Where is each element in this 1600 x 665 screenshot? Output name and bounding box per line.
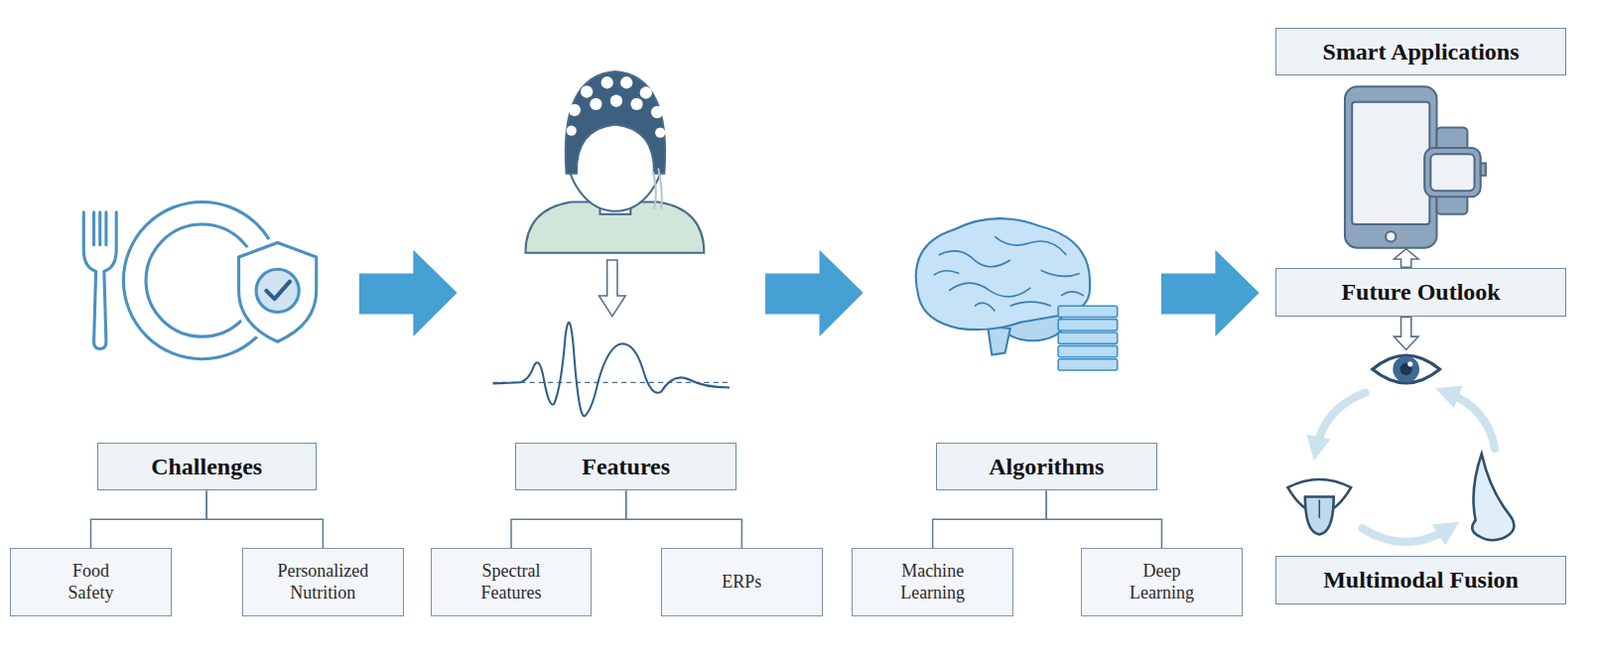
watch-crown [1480, 162, 1486, 175]
bracket-connector [626, 490, 743, 548]
watch-screen [1430, 153, 1474, 191]
eeg-waveform [493, 322, 731, 416]
fork [83, 212, 117, 350]
eeg-person [525, 71, 704, 254]
fork-prongs [94, 212, 107, 246]
stage-arrow [765, 250, 864, 337]
node-label: Food Safety [55, 560, 128, 604]
tongue-line [1319, 500, 1322, 519]
hollow-arrow [1393, 249, 1419, 267]
eye-glint [1407, 361, 1413, 367]
topic-box: Deep Learning [1080, 547, 1243, 617]
tongue [1305, 496, 1334, 534]
brain-stem [987, 326, 1011, 356]
devices [1344, 86, 1486, 248]
erp-wave [493, 322, 731, 416]
cycle-arrow [1361, 528, 1449, 542]
hollow-arrow [598, 260, 626, 317]
node-label: Algorithms [988, 453, 1104, 480]
stage-arrows [359, 250, 1260, 337]
nose [1471, 453, 1514, 540]
topic-box: Machine Learning [851, 547, 1013, 617]
node-label: ERPs [721, 571, 762, 594]
phone-button [1385, 231, 1396, 242]
bracket-connector [206, 490, 323, 548]
node-label: Smart Applications [1323, 38, 1520, 65]
stage-arrow [1161, 250, 1260, 337]
shield-gap [239, 243, 317, 343]
stage-box: Smart Applications [1275, 27, 1567, 76]
node-label: Features [581, 453, 670, 480]
eye-outline [1372, 355, 1441, 384]
iris [1392, 356, 1420, 384]
eeg-wires [653, 168, 663, 210]
eye-icon [1372, 355, 1441, 384]
topic-box: Food Safety [9, 547, 171, 617]
bracket-connector [90, 490, 207, 548]
stage-box: Challenges [97, 442, 317, 491]
cycle-arrow [1447, 393, 1495, 450]
node-label: Deep Learning [1110, 560, 1213, 604]
electrodes [566, 76, 667, 138]
bracket-connector [933, 490, 1048, 548]
stage-box: Multimodal Fusion [1275, 555, 1567, 604]
shield-badge [256, 268, 299, 312]
watch-face [1424, 147, 1481, 197]
eeg-cap [565, 71, 666, 174]
layer-stack [1058, 305, 1118, 371]
bracket-connector [1046, 490, 1162, 548]
node-label: Multimodal Fusion [1323, 566, 1519, 593]
shield [239, 243, 317, 343]
topic-box: Spectral Features [430, 547, 592, 617]
topic-box: ERPs [661, 547, 822, 617]
stage-arrow [359, 250, 458, 337]
topic-box: Personalized Nutrition [242, 547, 404, 617]
stage-box: Features [515, 442, 737, 491]
stage-box: Future Outlook [1275, 267, 1567, 316]
brain-folds [933, 236, 1084, 311]
food-icon [83, 201, 316, 359]
cycle-arrow [1316, 393, 1365, 450]
node-label: Spectral Features [460, 560, 563, 604]
node-label: Machine Learning [881, 560, 984, 604]
hollow-arrow [1393, 317, 1419, 351]
node-label: Personalized Nutrition [267, 560, 379, 604]
phone [1344, 86, 1438, 248]
bracket-connector [511, 490, 627, 548]
phone-screen [1351, 102, 1430, 225]
stage-box: Algorithms [935, 442, 1158, 491]
node-label: Future Outlook [1340, 278, 1500, 305]
nose-icon [1471, 453, 1514, 540]
check-mark [266, 281, 290, 299]
cycle-arrows [1316, 393, 1495, 543]
mouth-icon [1287, 479, 1351, 534]
node-label: Challenges [150, 453, 263, 480]
